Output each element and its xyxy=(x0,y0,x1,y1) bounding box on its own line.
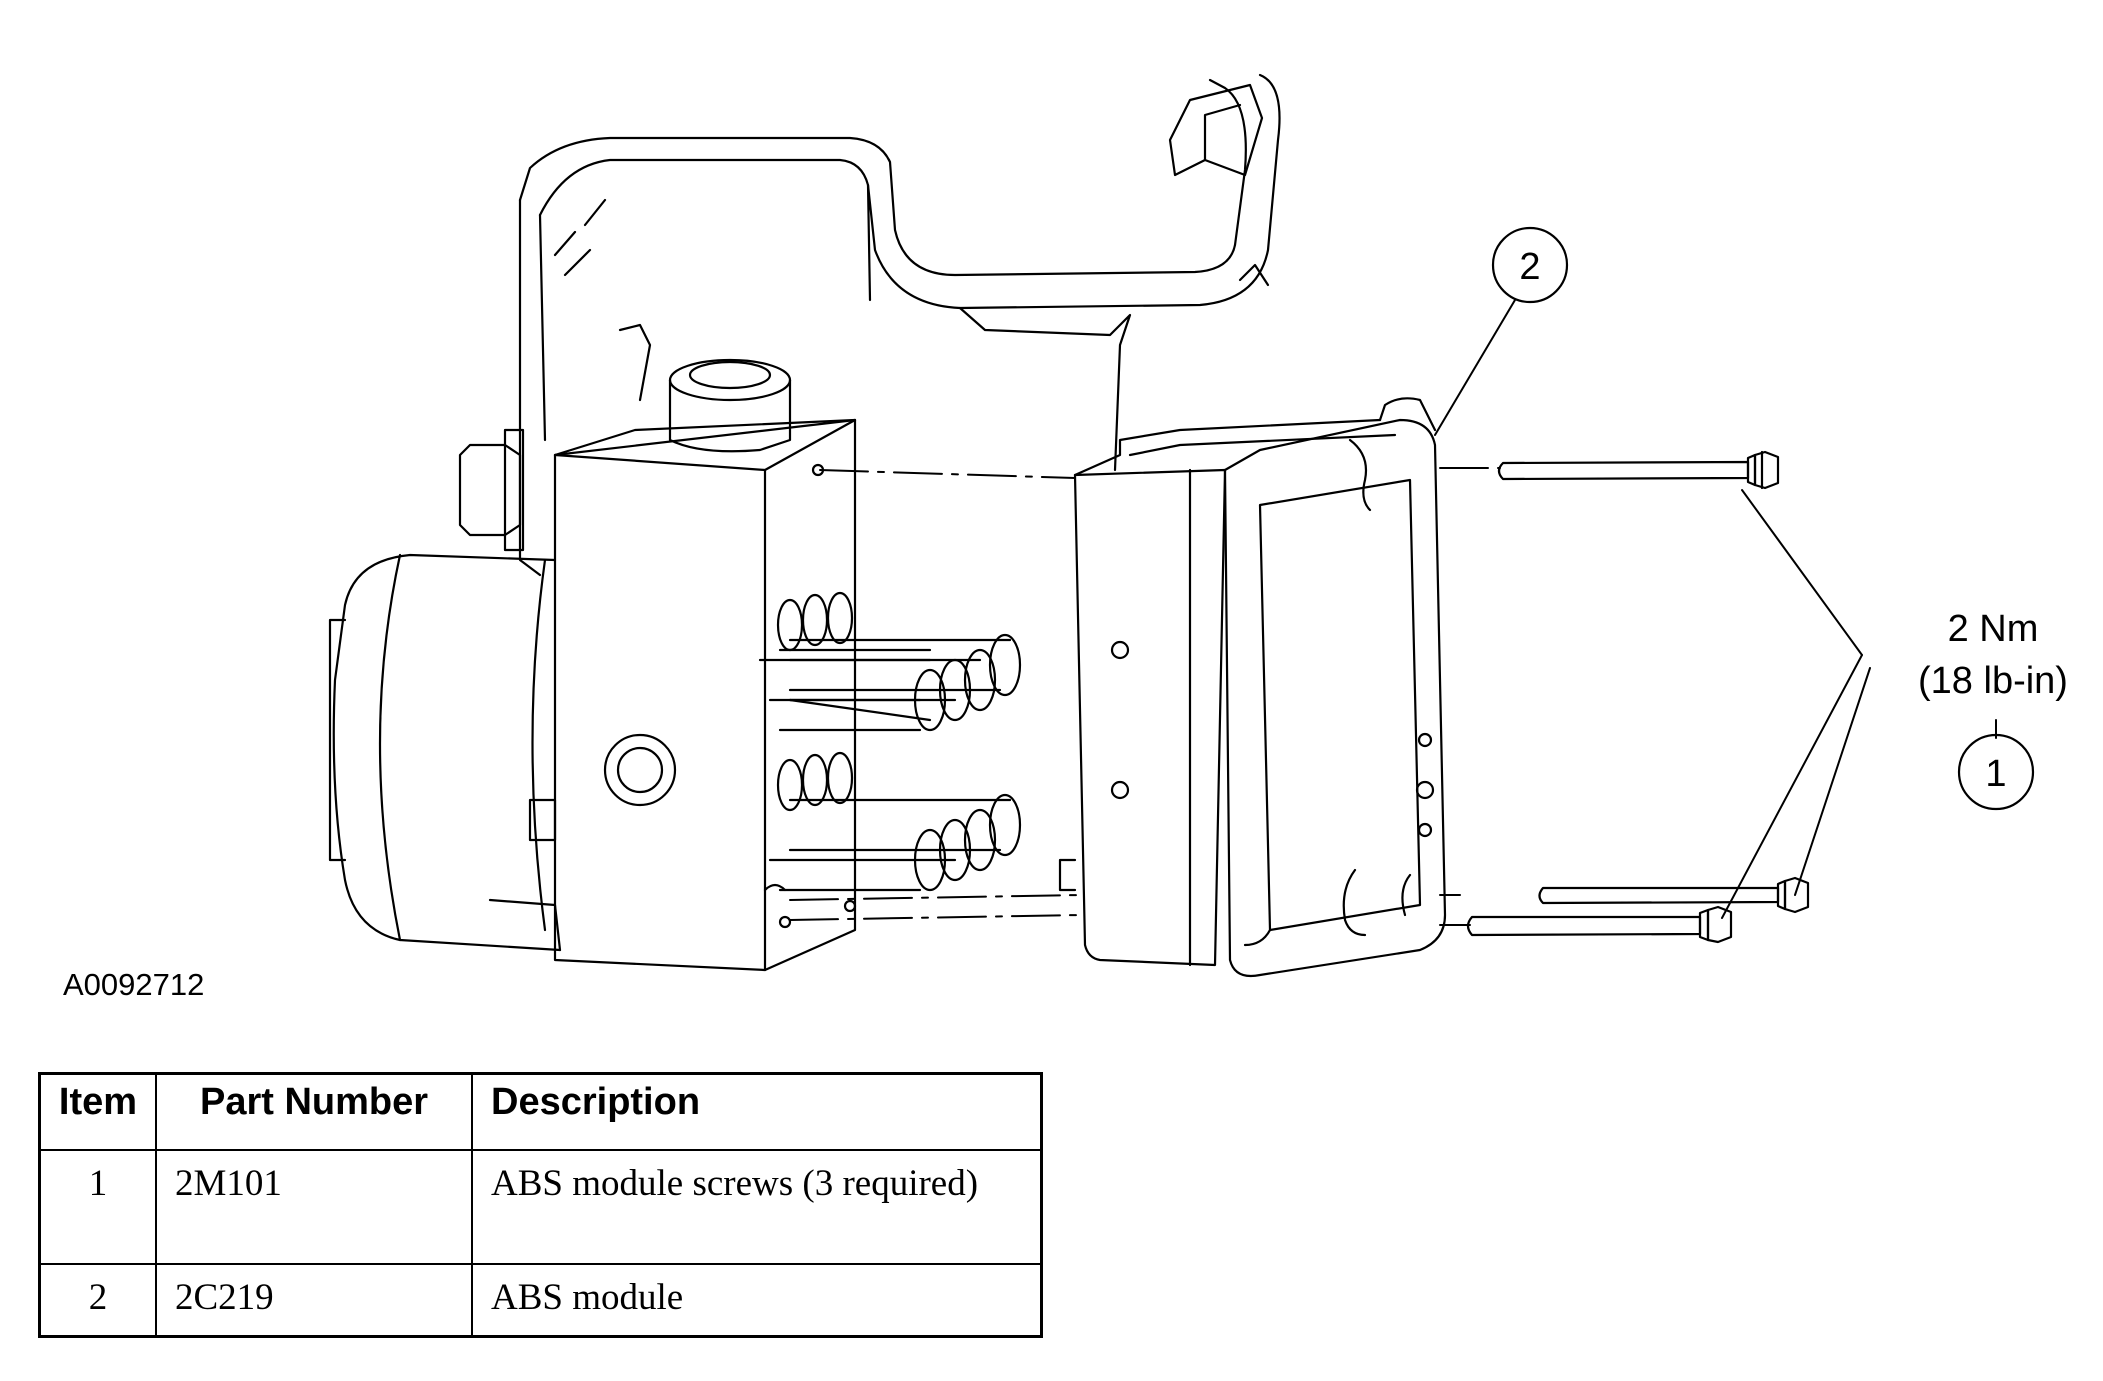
cell-description: ABS module screws (3 required) xyxy=(471,1149,1043,1265)
torque-metric: 2 Nm xyxy=(1948,608,2039,650)
cell-item: 2 xyxy=(38,1263,157,1338)
abs-module-body xyxy=(1058,397,1447,978)
alignment-centerlines xyxy=(789,467,1501,926)
header-part-number: Part Number xyxy=(155,1072,473,1151)
solenoid-valves-lower xyxy=(768,751,1022,892)
header-item: Item xyxy=(38,1072,157,1151)
screw-upper xyxy=(1497,450,1780,490)
callout-number-2: 2 xyxy=(1519,246,1540,288)
table-row: 1 2M101 ABS module screws (3 required) xyxy=(38,1149,1043,1265)
callout-number-1: 1 xyxy=(1985,753,2006,795)
mounting-bracket xyxy=(518,73,1281,577)
figure-id: A0092712 xyxy=(63,967,204,1002)
screw-lower-rear xyxy=(1538,876,1810,914)
cell-item: 1 xyxy=(38,1149,157,1265)
cell-part-number: 2C219 xyxy=(155,1263,473,1338)
callout-circle-2 xyxy=(1491,226,1569,304)
screw-lower-front xyxy=(1466,905,1733,944)
table-row: 2 2C219 ABS module xyxy=(38,1263,1043,1338)
table-header-row: Item Part Number Description xyxy=(38,1072,1043,1151)
callout-circle-1 xyxy=(1957,733,2035,811)
cell-description: ABS module xyxy=(471,1263,1043,1338)
pump-motor xyxy=(328,553,562,952)
torque-imperial: (18 lb-in) xyxy=(1918,660,2068,702)
leader-lines xyxy=(1434,299,1997,919)
hydraulic-control-unit xyxy=(458,358,857,972)
parts-table: Item Part Number Description 1 2M101 ABS… xyxy=(38,1072,1043,1338)
cell-part-number: 2M101 xyxy=(155,1149,473,1265)
solenoid-valves-upper xyxy=(758,591,1022,732)
header-description: Description xyxy=(471,1072,1043,1151)
